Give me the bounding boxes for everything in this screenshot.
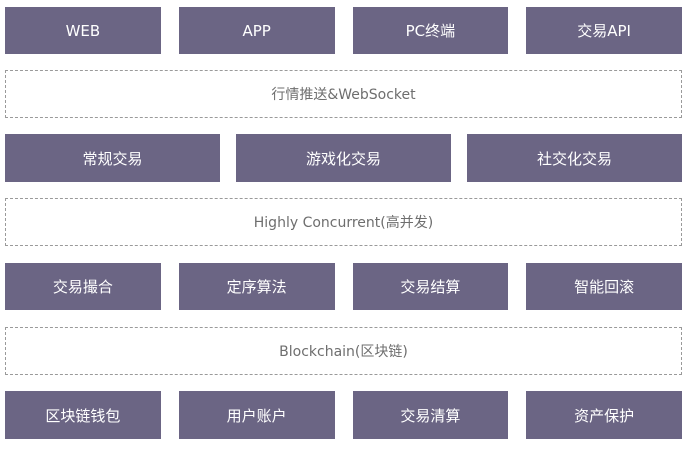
high-concurrency-band: Highly Concurrent(高并发) (5, 198, 682, 246)
client-layer: WEB APP PC终端 交易API (5, 7, 682, 54)
asset-layer: 区块链钱包 用户账户 交易清算 资产保护 (5, 391, 682, 439)
box-smart-rollback: 智能回滚 (526, 263, 682, 310)
box-gamified-trading: 游戏化交易 (236, 134, 451, 182)
trading-mode-layer: 常规交易 游戏化交易 社交化交易 (5, 134, 682, 182)
box-social-trading: 社交化交易 (467, 134, 682, 182)
box-trading-api: 交易API (526, 7, 682, 54)
market-push-band: 行情推送&WebSocket (5, 70, 682, 118)
box-trade-clearing: 交易清算 (352, 391, 509, 439)
box-order-matching: 交易撮合 (5, 263, 161, 310)
box-app: APP (178, 7, 335, 54)
box-pc-terminal: PC终端 (352, 7, 509, 54)
box-web: WEB (5, 7, 161, 54)
box-user-account: 用户账户 (178, 391, 335, 439)
box-blockchain-wallet: 区块链钱包 (5, 391, 161, 439)
engine-layer: 交易撮合 定序算法 交易结算 智能回滚 (5, 263, 682, 310)
box-asset-protection: 资产保护 (526, 391, 682, 439)
blockchain-band: Blockchain(区块链) (5, 327, 682, 375)
box-trade-settlement: 交易结算 (352, 263, 509, 310)
box-sequencing-algorithm: 定序算法 (178, 263, 335, 310)
box-regular-trading: 常规交易 (5, 134, 220, 182)
